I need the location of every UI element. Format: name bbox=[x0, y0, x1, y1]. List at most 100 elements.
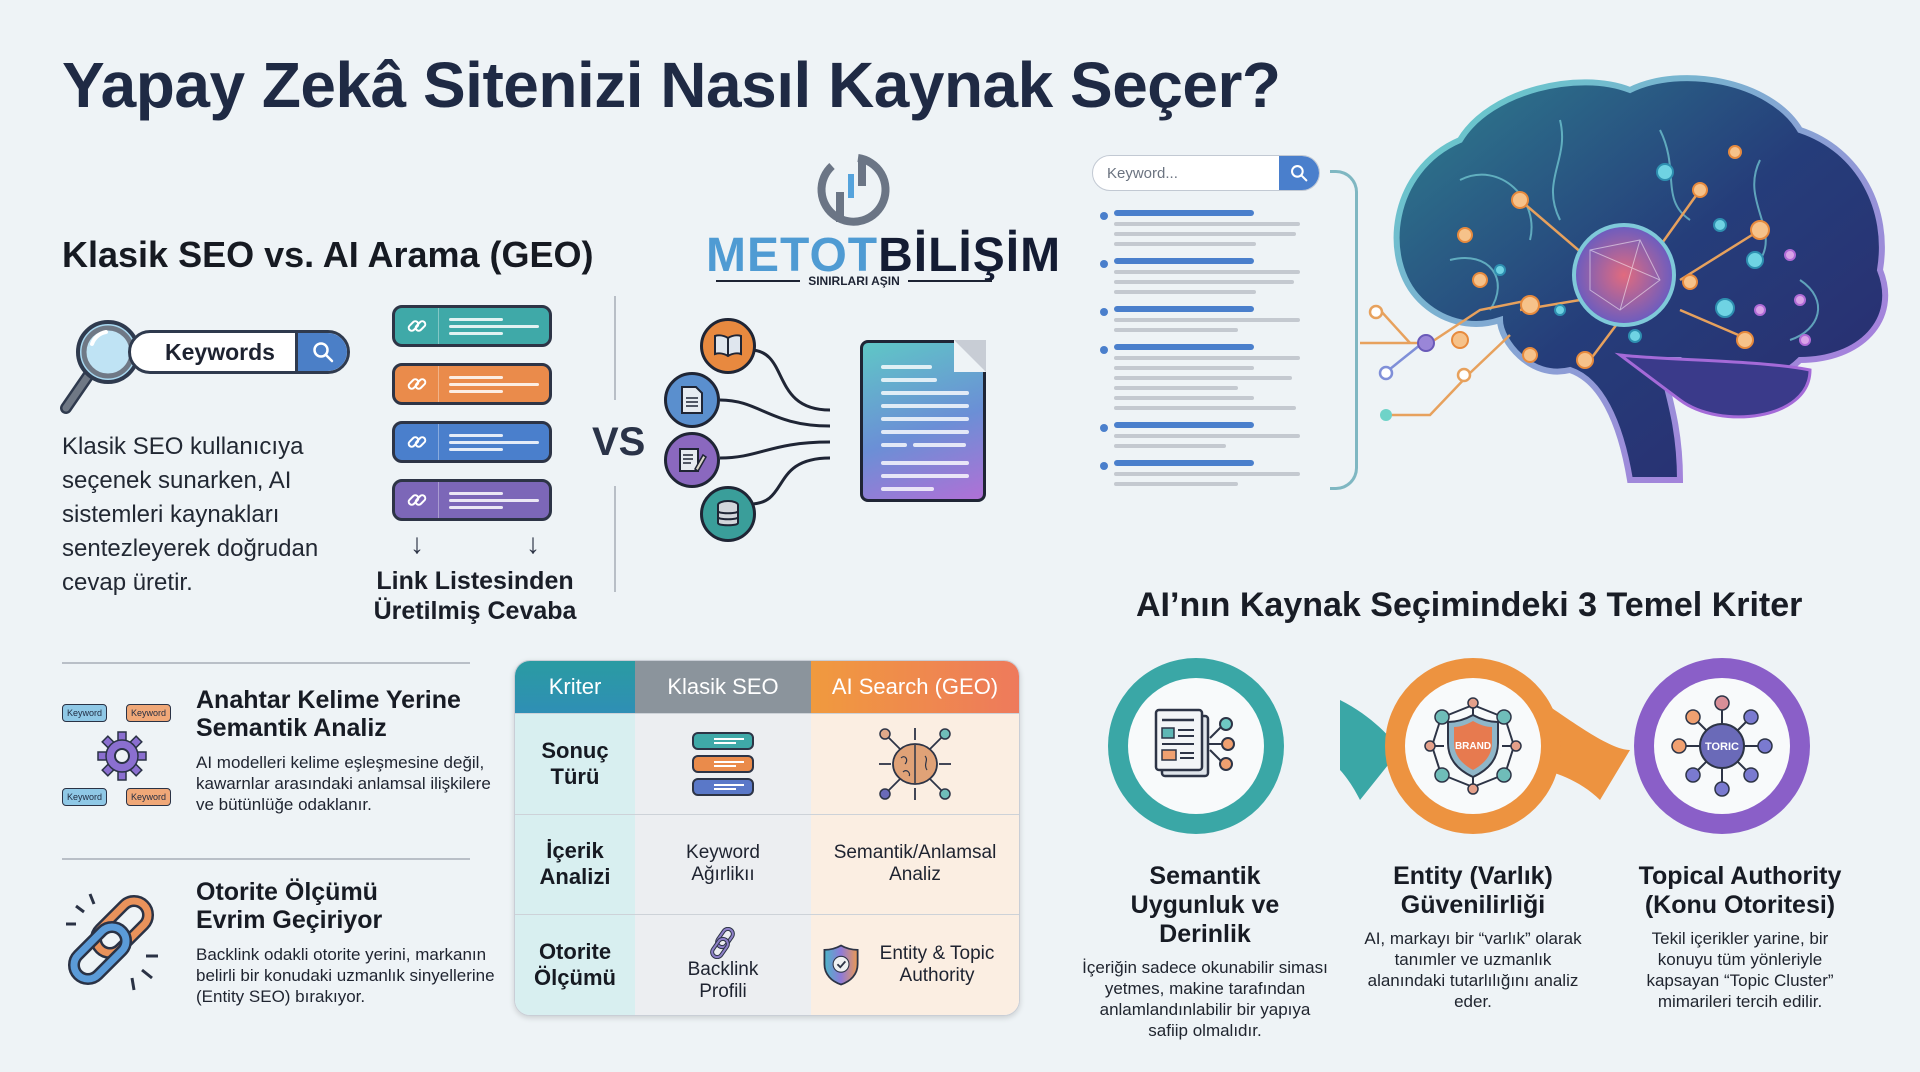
search-icon bbox=[1279, 156, 1319, 190]
serp-result bbox=[1100, 422, 1300, 448]
brand-logo-icon bbox=[812, 152, 892, 233]
down-arrows: ↓ ↓ bbox=[410, 528, 540, 560]
serp-result bbox=[1100, 460, 1300, 486]
link-card bbox=[392, 479, 552, 521]
serp-bracket bbox=[1330, 170, 1358, 490]
comparison-section-title: Klasik SEO vs. AI Arama (GEO) bbox=[62, 234, 594, 275]
table-cell-classic bbox=[635, 713, 811, 814]
keywords-search-bar: Keywords bbox=[128, 330, 350, 374]
keyword-tag: Keyword bbox=[62, 704, 108, 722]
keyword-tag: Keyword bbox=[126, 704, 172, 722]
table-cell-geo: Semantik/Anlamsal Analiz bbox=[811, 813, 1019, 915]
keywords-label: Keywords bbox=[165, 338, 275, 365]
brand-name-part1: METOT bbox=[706, 229, 879, 282]
link-card bbox=[392, 421, 552, 463]
feature-title-line1: Otorite Ölçümü bbox=[196, 878, 378, 906]
table-header-ai-search: AI Search (GEO) bbox=[811, 661, 1019, 713]
brand-tagline-text: SINIRLARI AŞIN bbox=[808, 274, 900, 288]
table-cell-criterion: Sonuç Türü bbox=[515, 713, 635, 814]
feature-title-line1: Anahtar Kelime Yerine bbox=[196, 686, 461, 714]
feature-title-line2: Evrim Geçiriyor bbox=[196, 906, 383, 934]
feature-description: Backlink odakli otorite yerini, markanın… bbox=[196, 945, 495, 1006]
criterion-1-badge bbox=[1108, 658, 1284, 834]
serp-search-bar: Keyword... bbox=[1092, 155, 1320, 191]
link-caption: Link Listesinden Üretilmiş Cevaba bbox=[365, 566, 585, 626]
keyword-tag: Keyword bbox=[126, 788, 172, 806]
document-network-icon bbox=[1154, 708, 1235, 778]
table-cell-geo bbox=[811, 713, 1019, 814]
comparison-description: Klasik SEO kullanıcıya seçenek sunarken,… bbox=[62, 433, 319, 596]
serp-result bbox=[1100, 210, 1300, 246]
database-icon bbox=[700, 486, 756, 542]
vs-label: VS bbox=[592, 420, 646, 464]
chain-link-icon bbox=[395, 366, 439, 402]
keyword-gear-icon: Keyword Keyword Keyword Keyword bbox=[62, 680, 182, 806]
criterion-2-badge: BRAND bbox=[1385, 658, 1561, 834]
feature-title: Anahtar Kelime Yerine Semantik Analiz bbox=[196, 686, 461, 742]
topic-hub-icon: TORIC bbox=[1671, 695, 1773, 797]
document-icon bbox=[664, 372, 720, 428]
criterion-description: Tekil içerikler yarine, bir konuyu tüm y… bbox=[1646, 929, 1834, 1011]
divider-top bbox=[614, 296, 616, 400]
table-header-classic-seo: Klasik SEO bbox=[635, 661, 811, 713]
ai-brain-icon bbox=[1360, 75, 1889, 483]
divider-line bbox=[62, 662, 470, 664]
feature-title-line2: Semantik Analiz bbox=[196, 714, 387, 742]
criterion-1: Semantik Uygunluk ve Derinlik İçeriğin s… bbox=[1080, 862, 1330, 1041]
link-list-illustration bbox=[392, 305, 552, 537]
comparison-table: Kriter Klasik SEO AI Search (GEO) Sonuç … bbox=[514, 660, 1020, 1016]
brand-name-part2: BİLİŞİM bbox=[878, 229, 1062, 282]
chain-link-icon bbox=[710, 927, 735, 960]
keyword-tag: Keyword bbox=[62, 788, 108, 806]
criterion-description: AI, markayı bir “varlık” olarak tanımler… bbox=[1364, 929, 1582, 1011]
serp-result bbox=[1100, 258, 1300, 294]
link-caption-line2: Üretilmiş Cevaba bbox=[373, 597, 577, 625]
shield-check-icon bbox=[823, 944, 859, 986]
brain-network-icon bbox=[879, 727, 951, 800]
brand-label: BRAND bbox=[1455, 741, 1491, 752]
generated-answer-document bbox=[860, 340, 986, 502]
criterion-title: Entity (Varlık) Güvenilirliği bbox=[1393, 862, 1553, 919]
table-cell-classic: Backlink Profili bbox=[635, 914, 811, 1015]
table-header-criterion: Kriter bbox=[515, 661, 635, 713]
chain-link-icon bbox=[395, 424, 439, 460]
table-cell-classic-text: Backlink Profili bbox=[687, 959, 759, 1003]
serp-results bbox=[1100, 210, 1300, 498]
criterion-title: Semantik Uygunluk ve Derinlik bbox=[1130, 862, 1280, 948]
serp-result bbox=[1100, 344, 1300, 410]
criterion-2: Entity (Varlık) Güvenilirliği AI, markay… bbox=[1348, 862, 1598, 1012]
feature-description: AI modelleri kelime eşleşmesine değil, k… bbox=[196, 753, 491, 814]
serp-search-placeholder: Keyword... bbox=[1107, 164, 1178, 182]
link-caption-line1: Link Listesinden bbox=[376, 567, 574, 595]
link-list-icon bbox=[692, 731, 754, 796]
criterion-3-badge: TORIC bbox=[1634, 658, 1810, 834]
arrow-down-icon: ↓ bbox=[526, 528, 540, 559]
criterion-3: Topical Authority (Konu Otoritesi) Tekil… bbox=[1615, 862, 1865, 1012]
table-cell-geo-text: Entity & Topic Authority bbox=[879, 943, 995, 987]
arrow-down-icon: ↓ bbox=[410, 528, 424, 559]
chain-link-icon bbox=[395, 482, 439, 518]
chain-link-icon bbox=[395, 308, 439, 344]
search-icon bbox=[295, 333, 347, 371]
criterion-description: İçeriğin sadece okunabilir siması yetmes… bbox=[1082, 958, 1328, 1040]
table-cell-criterion: İçerik Analizi bbox=[515, 813, 635, 915]
feature-authority-evolution: Otorite Ölçümü Evrim Geçiriyor Backlink … bbox=[62, 876, 502, 1016]
feature-title: Otorite Ölçümü Evrim Geçiriyor bbox=[196, 878, 382, 934]
link-card bbox=[392, 363, 552, 405]
divider-line bbox=[62, 858, 470, 860]
brand-shield-icon: BRAND bbox=[1424, 697, 1522, 795]
page-fold bbox=[954, 340, 986, 372]
topic-label: TORIC bbox=[1705, 741, 1739, 753]
chain-link-icon bbox=[66, 893, 158, 991]
gear-icon bbox=[97, 731, 147, 781]
serp-result bbox=[1100, 306, 1300, 332]
divider-bottom bbox=[614, 486, 616, 592]
table-cell-criterion: Otorite Ölçümü bbox=[515, 914, 635, 1015]
table-cell-classic: Keyword Ağırlikıı bbox=[635, 813, 811, 915]
book-icon bbox=[700, 318, 756, 374]
brand-name: METOTBİLİŞİM bbox=[706, 228, 1061, 283]
link-card bbox=[392, 305, 552, 347]
criteria-section-title: AI’nın Kaynak Seçimindeki 3 Temel Kriter bbox=[1136, 586, 1803, 624]
edit-document-icon bbox=[664, 432, 720, 488]
feature-semantic-analysis: Keyword Keyword Keyword Keyword Anahtar … bbox=[62, 680, 502, 860]
